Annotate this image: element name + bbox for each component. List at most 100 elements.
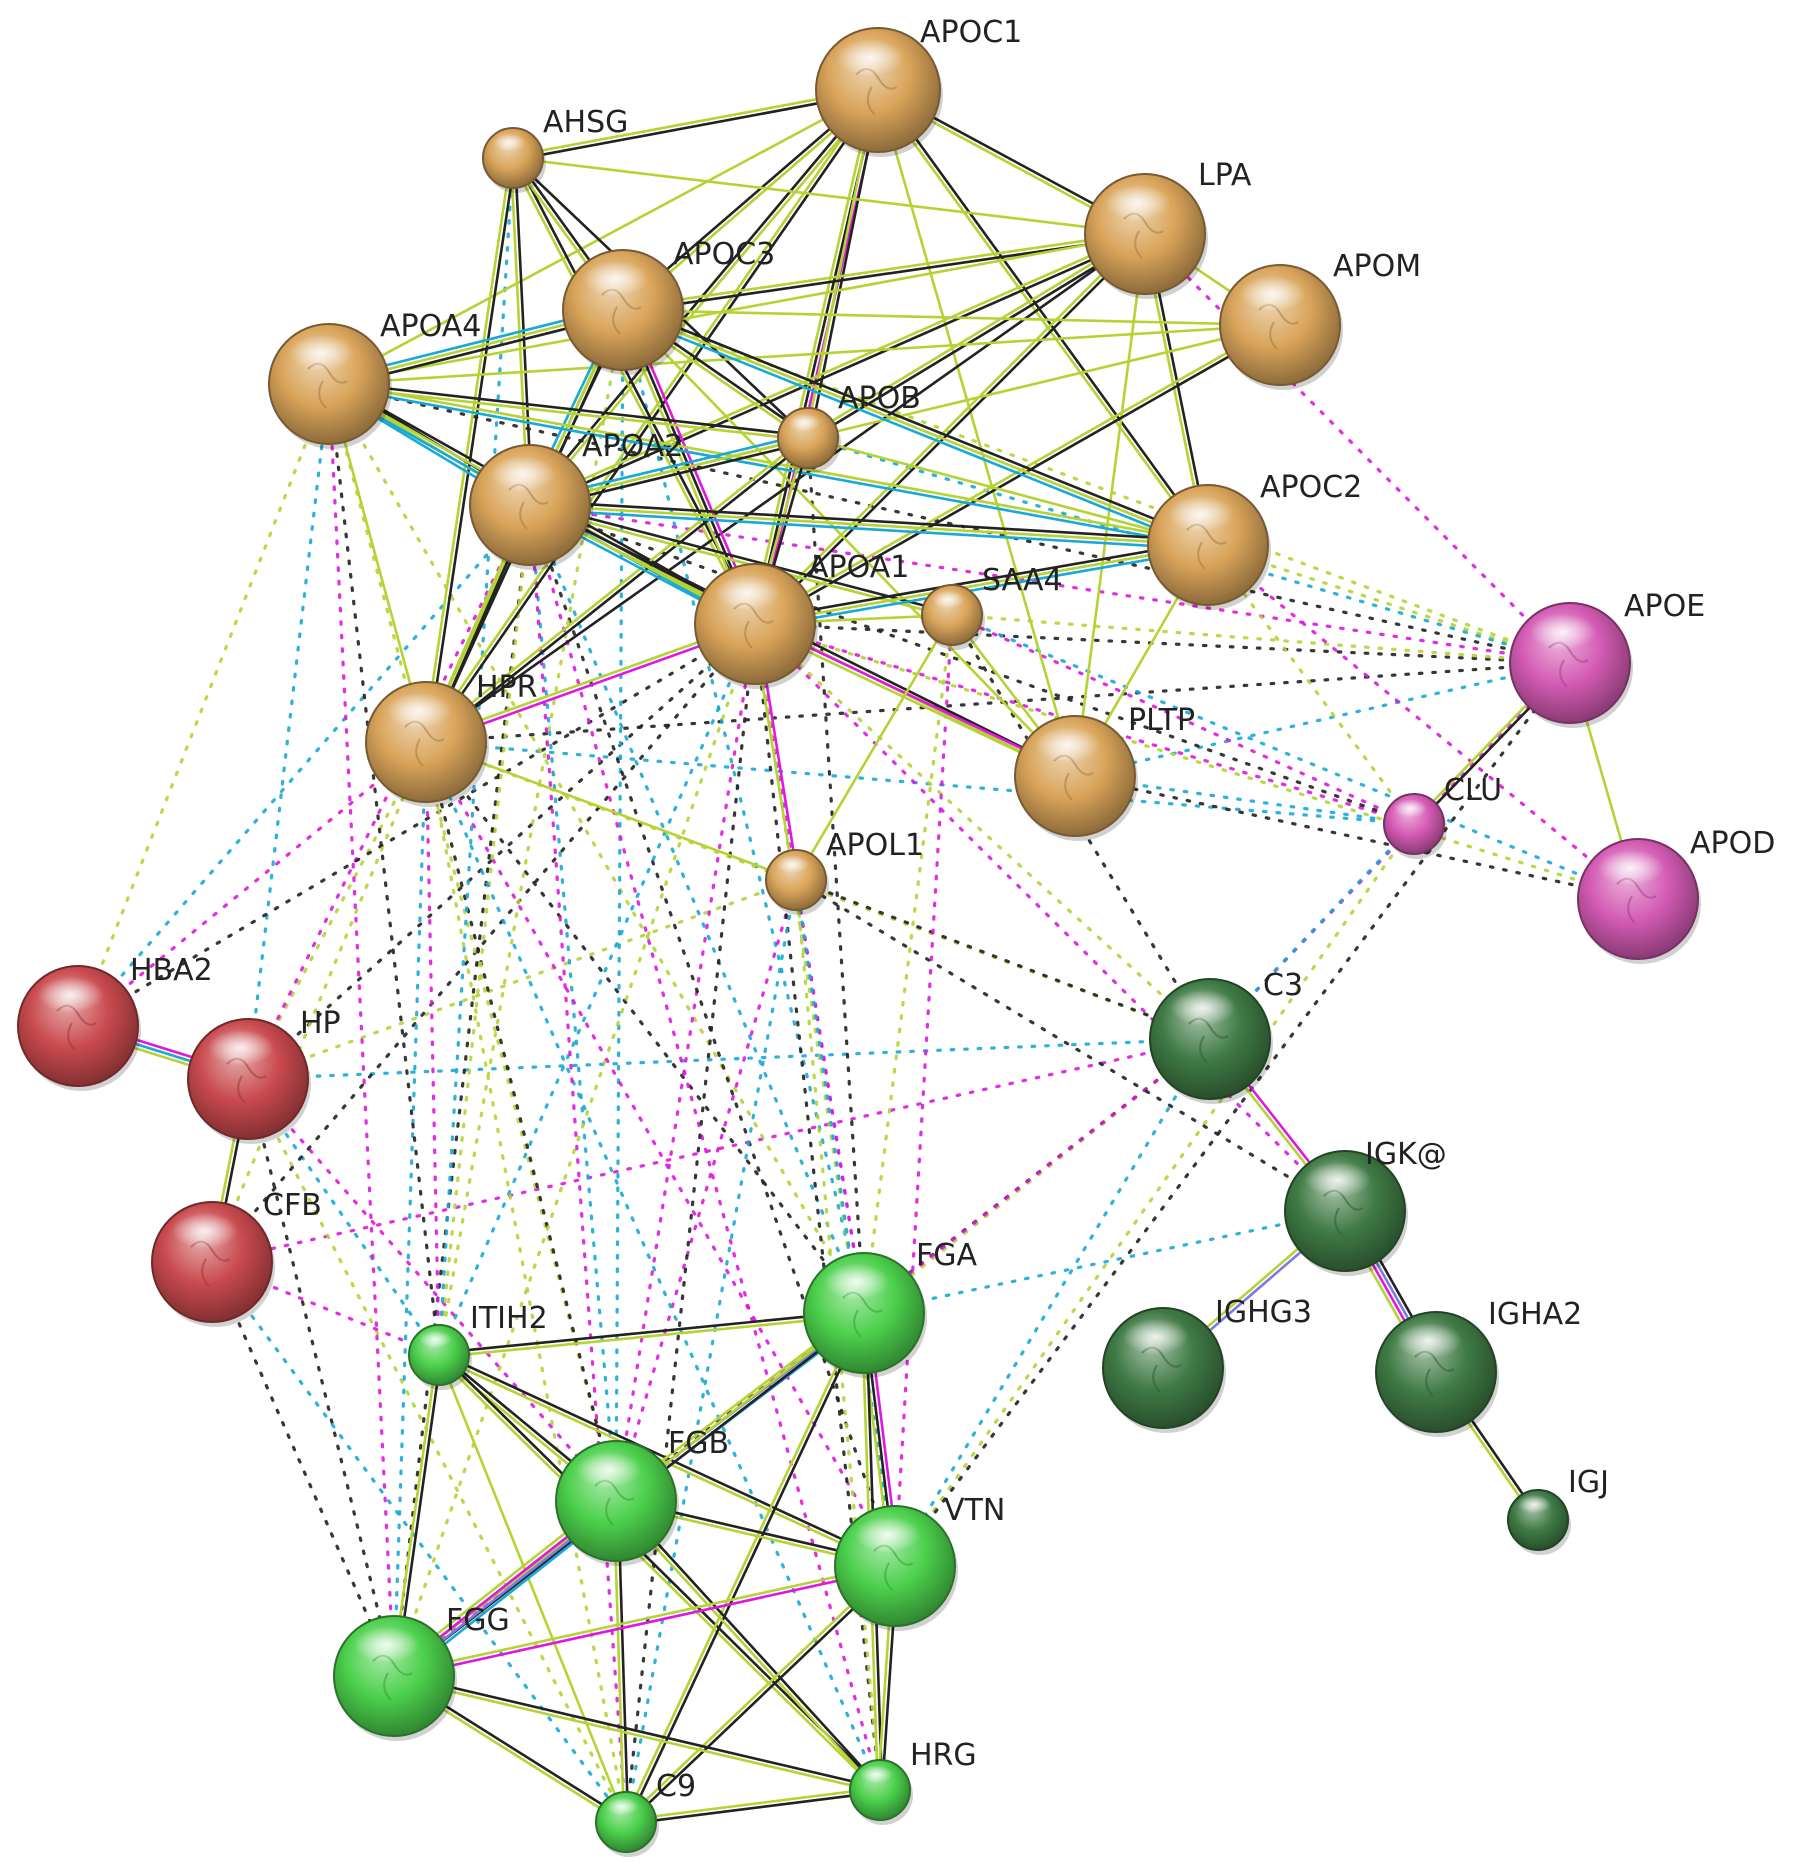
- node-lpa[interactable]: LPA: [1084, 158, 1252, 299]
- node-sphere[interactable]: [1014, 715, 1136, 837]
- node-apoe[interactable]: APOE: [1509, 589, 1705, 728]
- node-igha2[interactable]: IGHA2: [1375, 1297, 1582, 1437]
- node-apom[interactable]: APOM: [1219, 249, 1421, 390]
- edge-strand-text-mining: [624, 1786, 882, 1822]
- edge-apom-apoa4: [327, 323, 1282, 386]
- node-sphere[interactable]: [151, 1201, 273, 1323]
- node-label: HP: [300, 1006, 341, 1041]
- edge-dotted-hp-apol1: [246, 878, 798, 1081]
- edge-dotted-apod-apoa1: [753, 622, 1640, 901]
- edge-strand-text-mining: [327, 323, 1282, 386]
- node-sphere[interactable]: [1383, 793, 1445, 855]
- node-sphere[interactable]: [469, 444, 591, 566]
- edge-strand-text-mining: [392, 1562, 896, 1676]
- node-label: FGB: [668, 1426, 729, 1461]
- edge-dotted-fga-saa4: [862, 613, 954, 1315]
- node-sphere[interactable]: [777, 407, 839, 469]
- edge-strand-coexpression: [752, 539, 1209, 622]
- node-sphere[interactable]: [408, 1324, 470, 1386]
- node-apod[interactable]: APOD: [1577, 826, 1775, 964]
- edge-apoc1-apoa4: [327, 88, 880, 386]
- node-apol1[interactable]: APOL1: [765, 828, 924, 915]
- node-sphere[interactable]: [555, 1440, 677, 1562]
- node-hpr[interactable]: HPR: [365, 670, 538, 807]
- node-apoc1[interactable]: APOC1: [815, 15, 1022, 157]
- edge-dotted-fgb-apol1: [614, 878, 798, 1503]
- node-sphere[interactable]: [1507, 1489, 1569, 1551]
- node-sphere[interactable]: [803, 1252, 925, 1374]
- node-label: HPR: [476, 670, 538, 705]
- node-sphere[interactable]: [482, 127, 544, 189]
- node-sphere[interactable]: [1147, 484, 1269, 606]
- node-sphere[interactable]: [1375, 1311, 1497, 1433]
- node-sphere[interactable]: [17, 965, 139, 1087]
- node-hba2[interactable]: HBA2: [17, 953, 213, 1091]
- edge-dotted-fga-apoc3: [621, 308, 866, 1315]
- edge-strand-text-mining: [327, 232, 1147, 386]
- node-label: VTN: [944, 1493, 1005, 1528]
- node-sphere[interactable]: [1577, 838, 1699, 960]
- edge-dotted-hrg-apol1: [794, 878, 882, 1792]
- node-cfb[interactable]: CFB: [151, 1188, 322, 1327]
- edge-strand-text-mining: [437, 1313, 866, 1359]
- node-sphere[interactable]: [694, 563, 816, 685]
- node-sphere[interactable]: [1509, 602, 1631, 724]
- edge-strand-text-mining: [422, 156, 513, 743]
- edge-hrg-c9: [624, 1786, 882, 1826]
- edge-saa4-apol1: [794, 613, 954, 882]
- node-igk-at[interactable]: IGK@: [1284, 1137, 1447, 1276]
- node-label: APOM: [1333, 249, 1421, 284]
- node-fgb[interactable]: FGB: [555, 1426, 729, 1566]
- edge-dotted-c3-cfb: [210, 1037, 1212, 1264]
- edge-dotted-apoe-apoa1: [753, 622, 1572, 665]
- node-sphere[interactable]: [365, 681, 487, 803]
- edge-strand-text-mining: [437, 1353, 628, 1824]
- node-vtn[interactable]: VTN: [834, 1493, 1005, 1631]
- edge-dotted-c3-saa4: [950, 613, 1212, 1041]
- node-sphere[interactable]: [849, 1759, 911, 1821]
- node-sphere[interactable]: [921, 584, 983, 646]
- edge-dotted-vtn-apol1: [794, 878, 897, 1568]
- node-sphere[interactable]: [268, 323, 390, 445]
- node-sphere[interactable]: [1149, 978, 1271, 1100]
- node-pltp[interactable]: PLTP: [1014, 703, 1195, 841]
- node-sphere[interactable]: [765, 849, 827, 911]
- edge-strand-text-mining: [509, 157, 755, 627]
- node-label: APOL1: [826, 828, 924, 863]
- node-label: PLTP: [1128, 703, 1195, 738]
- node-sphere[interactable]: [333, 1615, 455, 1737]
- node-clu[interactable]: CLU: [1383, 773, 1502, 859]
- edge-strand-text-mining: [794, 613, 954, 882]
- edge-strand-text-mining: [422, 87, 878, 743]
- node-c3[interactable]: C3: [1149, 968, 1303, 1104]
- edge-strand-text-mining: [749, 87, 876, 625]
- node-sphere[interactable]: [1084, 173, 1206, 295]
- node-fgg[interactable]: FGG: [333, 1603, 510, 1741]
- node-fga[interactable]: FGA: [803, 1238, 978, 1378]
- node-igj[interactable]: IGJ: [1507, 1465, 1609, 1555]
- edge-strand-coexpression: [807, 234, 1148, 442]
- node-sphere[interactable]: [187, 1018, 309, 1140]
- node-ahsg[interactable]: AHSG: [482, 105, 628, 193]
- node-label: APOA4: [380, 309, 481, 344]
- edge-dotted-itih2-apoa4: [327, 382, 441, 1357]
- node-sphere[interactable]: [834, 1505, 956, 1627]
- node-sphere[interactable]: [595, 1791, 657, 1853]
- edge-strand-database: [528, 507, 1210, 551]
- node-label: ITIH2: [470, 1301, 548, 1336]
- edge-dotted-vtn-apoa1: [753, 622, 897, 1568]
- node-apoc3[interactable]: APOC3: [562, 237, 775, 375]
- node-sphere[interactable]: [1219, 264, 1341, 386]
- node-apoa2[interactable]: APOA2: [469, 429, 683, 570]
- edge-apoa1-apoc2: [752, 539, 1211, 630]
- node-ighg3[interactable]: IGHG3: [1102, 1295, 1312, 1433]
- node-sphere[interactable]: [562, 249, 684, 371]
- node-sphere[interactable]: [1102, 1307, 1224, 1429]
- node-apoa4[interactable]: APOA4: [268, 309, 481, 449]
- node-apob[interactable]: APOB: [777, 381, 921, 473]
- node-apoc2[interactable]: APOC2: [1147, 470, 1362, 610]
- edge-dotted-apoe-hpr: [424, 661, 1572, 744]
- edge-dotted-hba2-apoa1: [76, 622, 757, 1028]
- edge-dotted-hp-fgg: [246, 1077, 396, 1678]
